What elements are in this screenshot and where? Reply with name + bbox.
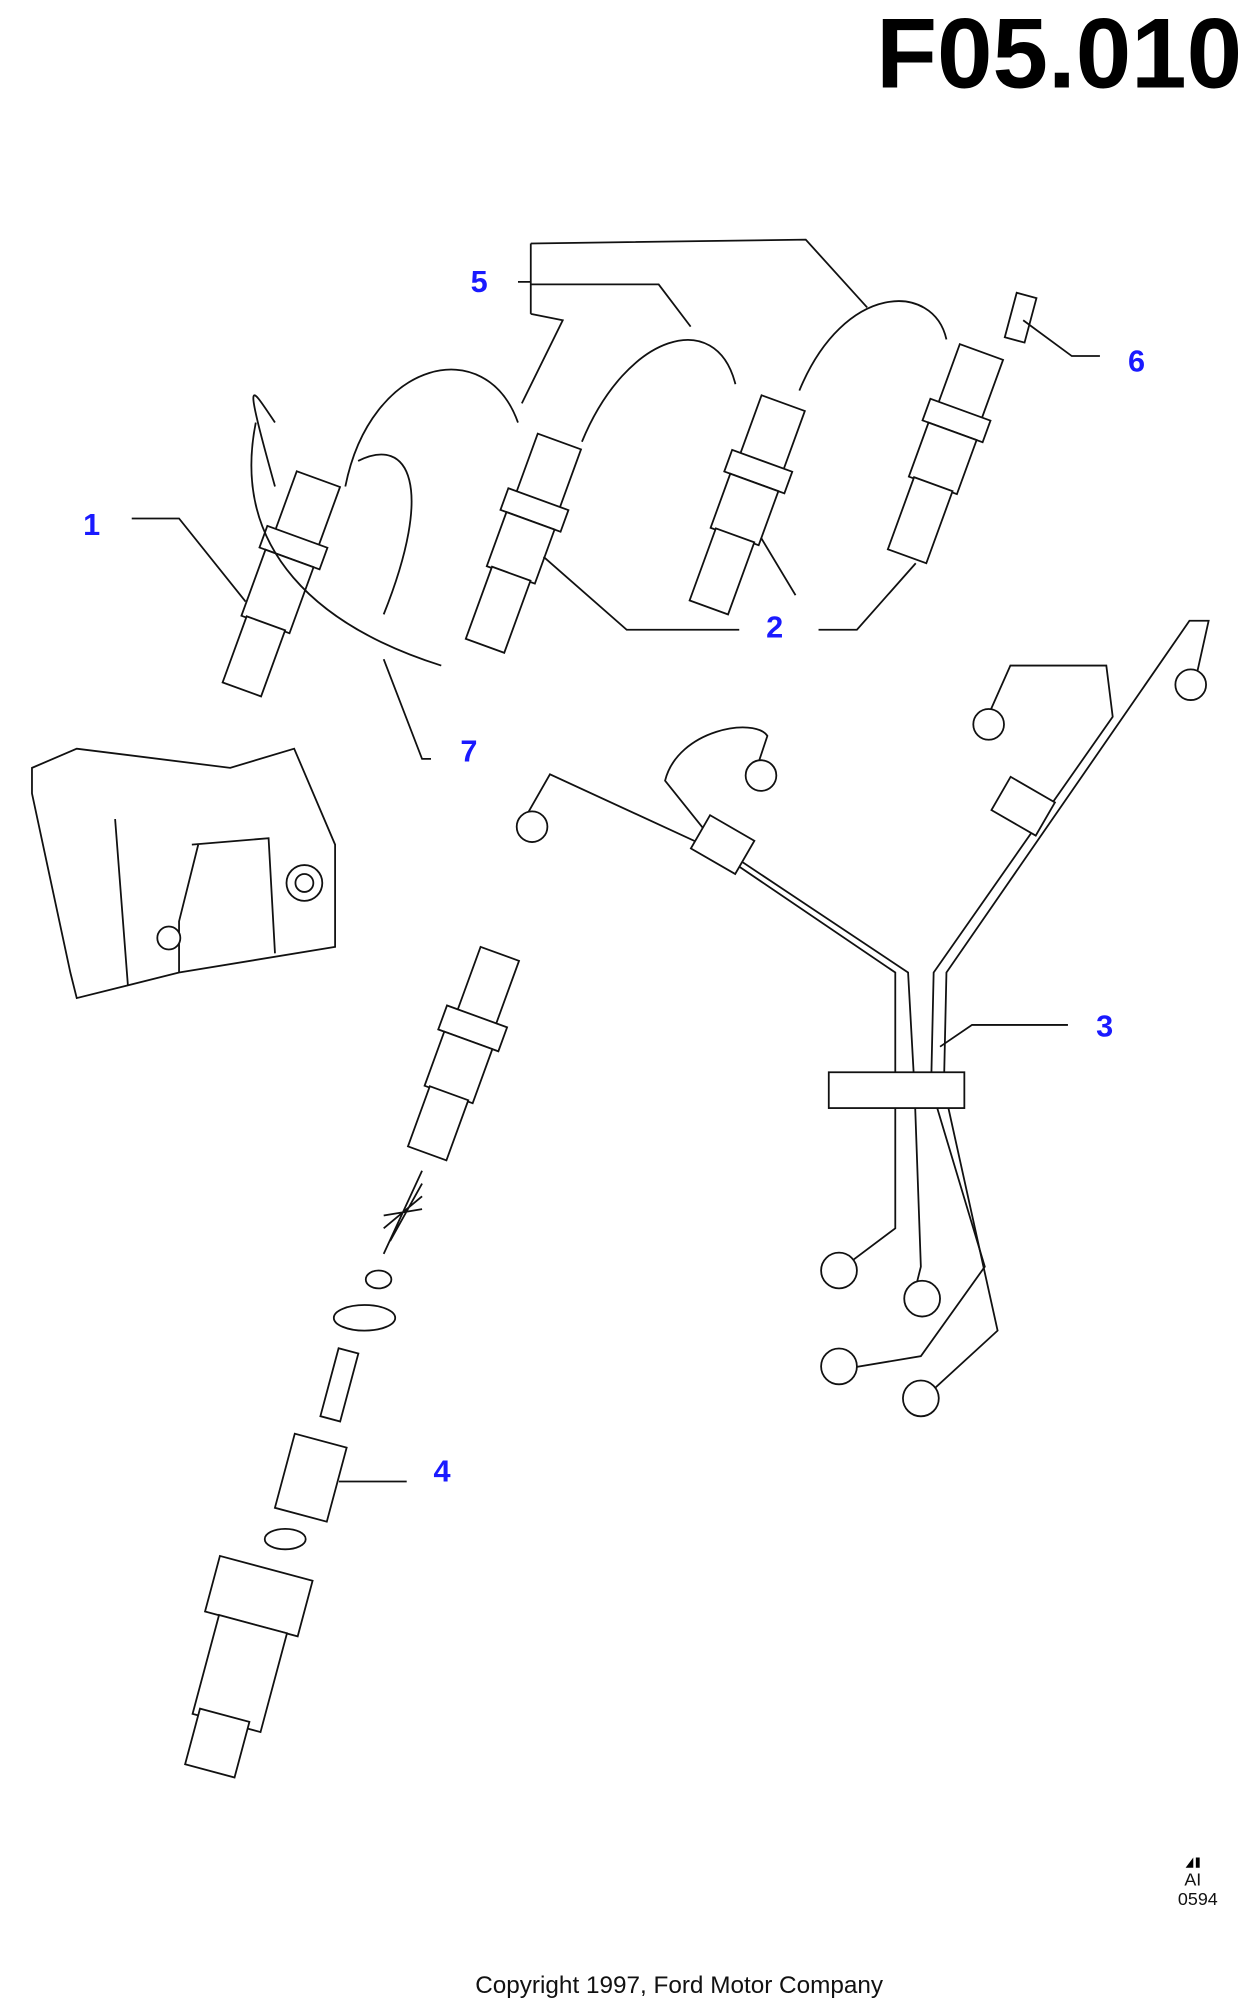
injector-3 (688, 394, 806, 616)
injector-2 (464, 432, 583, 654)
callout-3: 3 (1096, 1008, 1113, 1043)
callout-2: 2 (766, 609, 783, 644)
leak-off-hoses (250, 291, 1038, 667)
callout-7: 7 (460, 733, 477, 768)
injector-1 (221, 470, 342, 698)
injector-4 (886, 342, 1005, 565)
callout-1: 1 (83, 507, 100, 542)
injector-exploded (184, 945, 521, 1779)
leader-lines (131, 238, 1100, 1483)
cylinder-head (31, 747, 336, 1000)
diagram-code: F05.010 (876, 0, 1242, 109)
ref-code-line2: 0594 (1178, 1889, 1218, 1909)
ref-code-line1: AI (1184, 1870, 1201, 1890)
copyright: Copyright 1997, Ford Motor Company (475, 1972, 884, 1999)
publisher-logo-icon (1185, 1857, 1200, 1868)
callout-5: 5 (471, 264, 488, 299)
callout-4: 4 (434, 1454, 451, 1489)
fuel-injection-pipes (515, 619, 1210, 1418)
callout-6: 6 (1128, 343, 1145, 378)
